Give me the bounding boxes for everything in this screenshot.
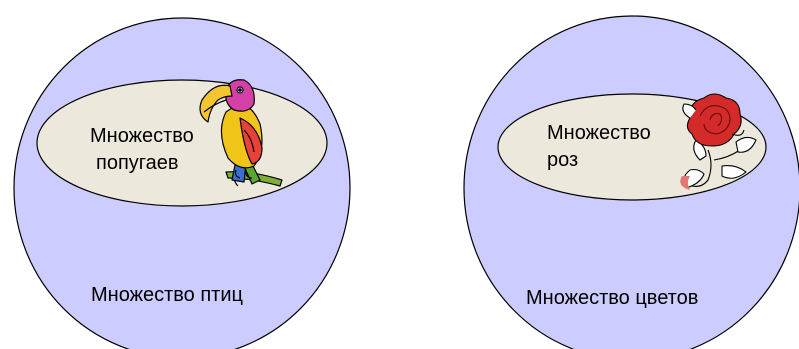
- birds-label: Множество птиц: [91, 284, 243, 306]
- parrots-label-line2: попугаев: [96, 152, 179, 174]
- birds-set: Множество попугаев Множество птиц: [13, 17, 351, 349]
- flowers-label: Множество цветов: [526, 287, 698, 309]
- flowers-set: Множество роз Множество цветов: [463, 15, 799, 349]
- roses-label-line2: роз: [547, 149, 578, 171]
- rose-icon: [680, 93, 757, 190]
- parrot-icon: [199, 79, 283, 187]
- parrots-label-line1: Множество: [90, 125, 194, 147]
- roses-label-line1: Множество: [547, 122, 651, 144]
